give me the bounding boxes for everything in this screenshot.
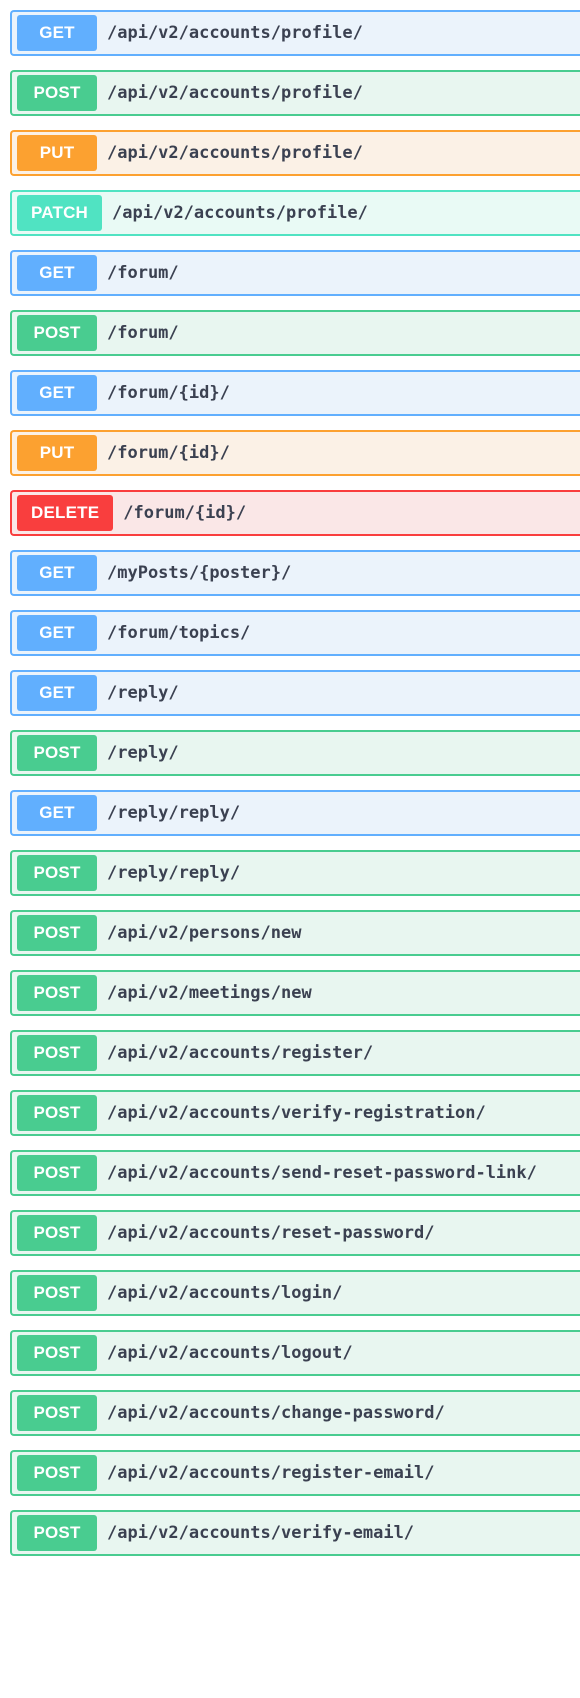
endpoint-path: /forum/ (107, 263, 179, 283)
operation-row-post[interactable]: POST /api/v2/accounts/verify-email/ (10, 1510, 580, 1556)
operation-row-put[interactable]: PUT /api/v2/accounts/profile/ (10, 130, 580, 176)
method-badge-post: POST (17, 915, 97, 951)
operation-row-get[interactable]: GET /forum/ (10, 250, 580, 296)
operation-row-post[interactable]: POST /api/v2/accounts/profile/ (10, 70, 580, 116)
endpoint-path: /api/v2/accounts/logout/ (107, 1343, 353, 1363)
method-badge-post: POST (17, 1215, 97, 1251)
method-badge-post: POST (17, 1395, 97, 1431)
endpoint-path: /api/v2/accounts/profile/ (107, 143, 363, 163)
endpoint-path: /api/v2/accounts/verify-email/ (107, 1523, 415, 1543)
operation-row-delete[interactable]: DELETE /forum/{id}/ (10, 490, 580, 536)
endpoint-path: /reply/reply/ (107, 803, 241, 823)
operation-row-post[interactable]: POST /api/v2/accounts/send-reset-passwor… (10, 1150, 580, 1196)
endpoint-path: /reply/ (107, 743, 179, 763)
operation-row-post[interactable]: POST /reply/reply/ (10, 850, 580, 896)
operation-row-get[interactable]: GET /api/v2/accounts/profile/ (10, 10, 580, 56)
method-badge-get: GET (17, 675, 97, 711)
method-badge-post: POST (17, 735, 97, 771)
method-badge-post: POST (17, 75, 97, 111)
operation-row-post[interactable]: POST /reply/ (10, 730, 580, 776)
endpoint-path: /reply/reply/ (107, 863, 241, 883)
method-badge-post: POST (17, 1515, 97, 1551)
method-badge-post: POST (17, 1035, 97, 1071)
operation-row-post[interactable]: POST /api/v2/meetings/new (10, 970, 580, 1016)
endpoint-path: /api/v2/accounts/login/ (107, 1283, 343, 1303)
method-badge-post: POST (17, 1155, 97, 1191)
endpoint-path: /api/v2/accounts/profile/ (112, 203, 368, 223)
operation-row-post[interactable]: POST /api/v2/accounts/register-email/ (10, 1450, 580, 1496)
endpoint-path: /api/v2/accounts/register-email/ (107, 1463, 435, 1483)
endpoint-path: /api/v2/accounts/register/ (107, 1043, 374, 1063)
operation-row-get[interactable]: GET /forum/topics/ (10, 610, 580, 656)
method-badge-post: POST (17, 975, 97, 1011)
method-badge-post: POST (17, 855, 97, 891)
endpoint-path: /api/v2/accounts/profile/ (107, 23, 363, 43)
operation-row-post[interactable]: POST /api/v2/persons/new (10, 910, 580, 956)
operation-row-post[interactable]: POST /forum/ (10, 310, 580, 356)
method-badge-get: GET (17, 15, 97, 51)
operation-row-post[interactable]: POST /api/v2/accounts/reset-password/ (10, 1210, 580, 1256)
endpoint-path: /api/v2/persons/new (107, 923, 302, 943)
endpoint-path: /forum/{id}/ (107, 443, 230, 463)
method-badge-put: PUT (17, 135, 97, 171)
method-badge-post: POST (17, 1455, 97, 1491)
method-badge-get: GET (17, 255, 97, 291)
method-badge-patch: PATCH (17, 195, 103, 231)
endpoint-path: /forum/{id}/ (123, 503, 247, 523)
operation-row-post[interactable]: POST /api/v2/accounts/register/ (10, 1030, 580, 1076)
endpoint-path: /api/v2/accounts/change-password/ (107, 1403, 445, 1423)
operation-row-get[interactable]: GET /forum/{id}/ (10, 370, 580, 416)
endpoint-path: /forum/ (107, 323, 179, 343)
endpoint-path: /api/v2/accounts/profile/ (107, 83, 363, 103)
method-badge-post: POST (17, 315, 97, 351)
method-badge-post: POST (17, 1095, 97, 1131)
operation-row-patch[interactable]: PATCH /api/v2/accounts/profile/ (10, 190, 580, 236)
method-badge-delete: DELETE (17, 495, 114, 531)
method-badge-post: POST (17, 1335, 97, 1371)
operation-row-get[interactable]: GET /reply/reply/ (10, 790, 580, 836)
operation-row-post[interactable]: POST /api/v2/accounts/login/ (10, 1270, 580, 1316)
method-badge-post: POST (17, 1275, 97, 1311)
method-badge-get: GET (17, 615, 97, 651)
operation-row-get[interactable]: GET /reply/ (10, 670, 580, 716)
operation-row-get[interactable]: GET /myPosts/{poster}/ (10, 550, 580, 596)
endpoint-path: /api/v2/accounts/send-reset-password-lin… (107, 1163, 537, 1183)
operation-row-put[interactable]: PUT /forum/{id}/ (10, 430, 580, 476)
operations-list: GET /api/v2/accounts/profile/ POST /api/… (10, 10, 580, 1570)
method-badge-put: PUT (17, 435, 97, 471)
operation-row-post[interactable]: POST /api/v2/accounts/logout/ (10, 1330, 580, 1376)
operation-row-post[interactable]: POST /api/v2/accounts/verify-registratio… (10, 1090, 580, 1136)
operation-row-post[interactable]: POST /api/v2/accounts/change-password/ (10, 1390, 580, 1436)
endpoint-path: /api/v2/accounts/verify-registration/ (107, 1103, 486, 1123)
endpoint-path: /myPosts/{poster}/ (107, 563, 292, 583)
endpoint-path: /api/v2/accounts/reset-password/ (107, 1223, 435, 1243)
endpoint-path: /api/v2/meetings/new (107, 983, 312, 1003)
method-badge-get: GET (17, 555, 97, 591)
method-badge-get: GET (17, 375, 97, 411)
endpoint-path: /forum/topics/ (107, 623, 251, 643)
endpoint-path: /forum/{id}/ (107, 383, 230, 403)
endpoint-path: /reply/ (107, 683, 179, 703)
method-badge-get: GET (17, 795, 97, 831)
